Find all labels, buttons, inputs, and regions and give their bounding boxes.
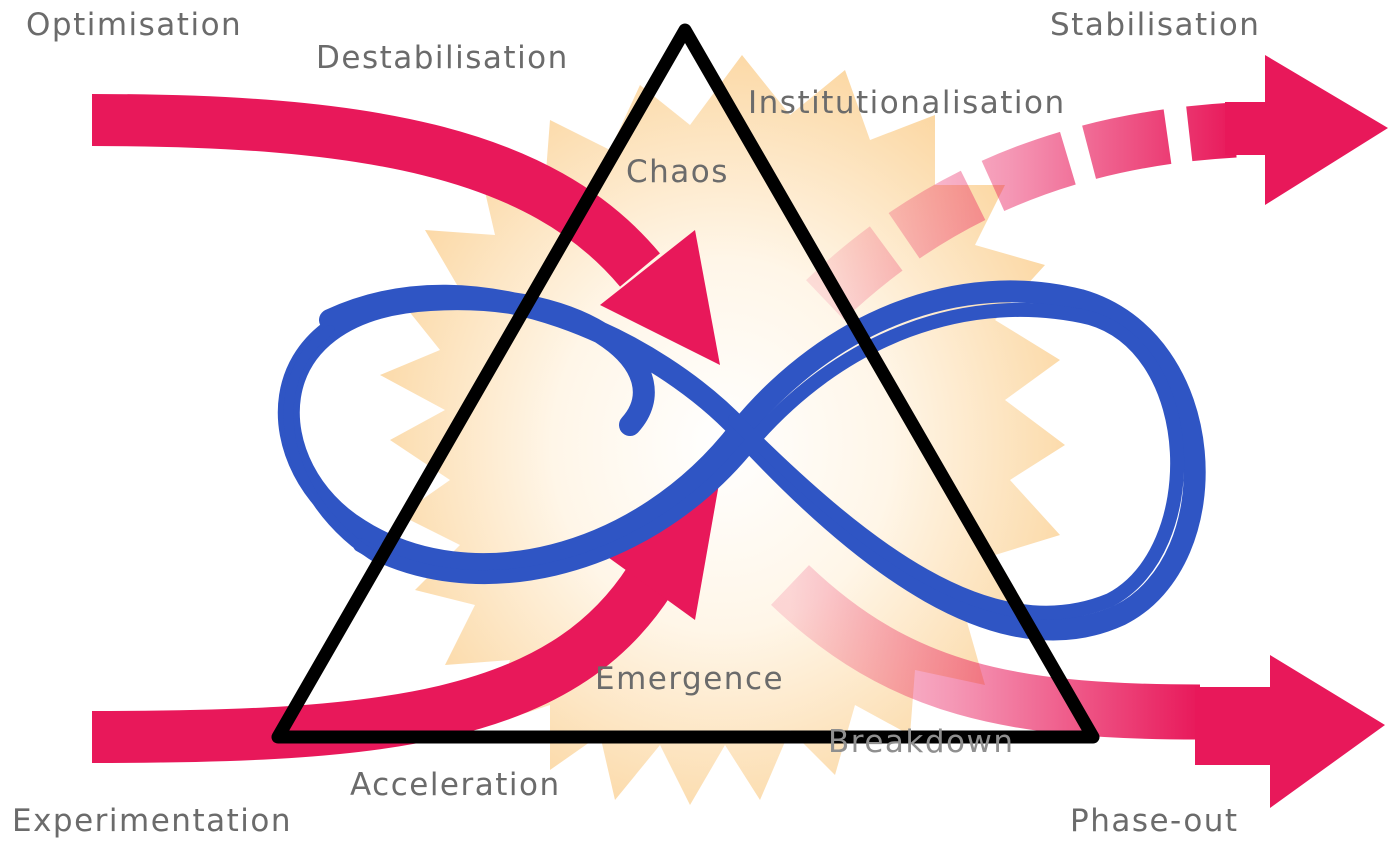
label-stabilisation: Stabilisation [1050,7,1261,43]
label-destabilisation: Destabilisation [316,40,569,76]
stabilisation-arrow [806,55,1388,320]
label-institutionalisation: Institutionalisation [748,85,1066,121]
starburst [380,55,1065,805]
triangle [271,23,1100,744]
label-experimentation: Experimentation [12,803,292,839]
infinity-loop [277,280,1206,641]
label-phase-out: Phase-out [1070,803,1239,839]
label-acceleration: Acceleration [350,767,561,803]
label-breakdown: Breakdown [828,724,1015,760]
optimisation-arrow [91,94,720,365]
experimentation-arrow [91,478,720,763]
phase-out-arrow [771,565,1385,808]
label-emergence: Emergence [595,661,785,697]
label-optimisation: Optimisation [26,7,243,43]
label-chaos: Chaos [626,154,729,190]
